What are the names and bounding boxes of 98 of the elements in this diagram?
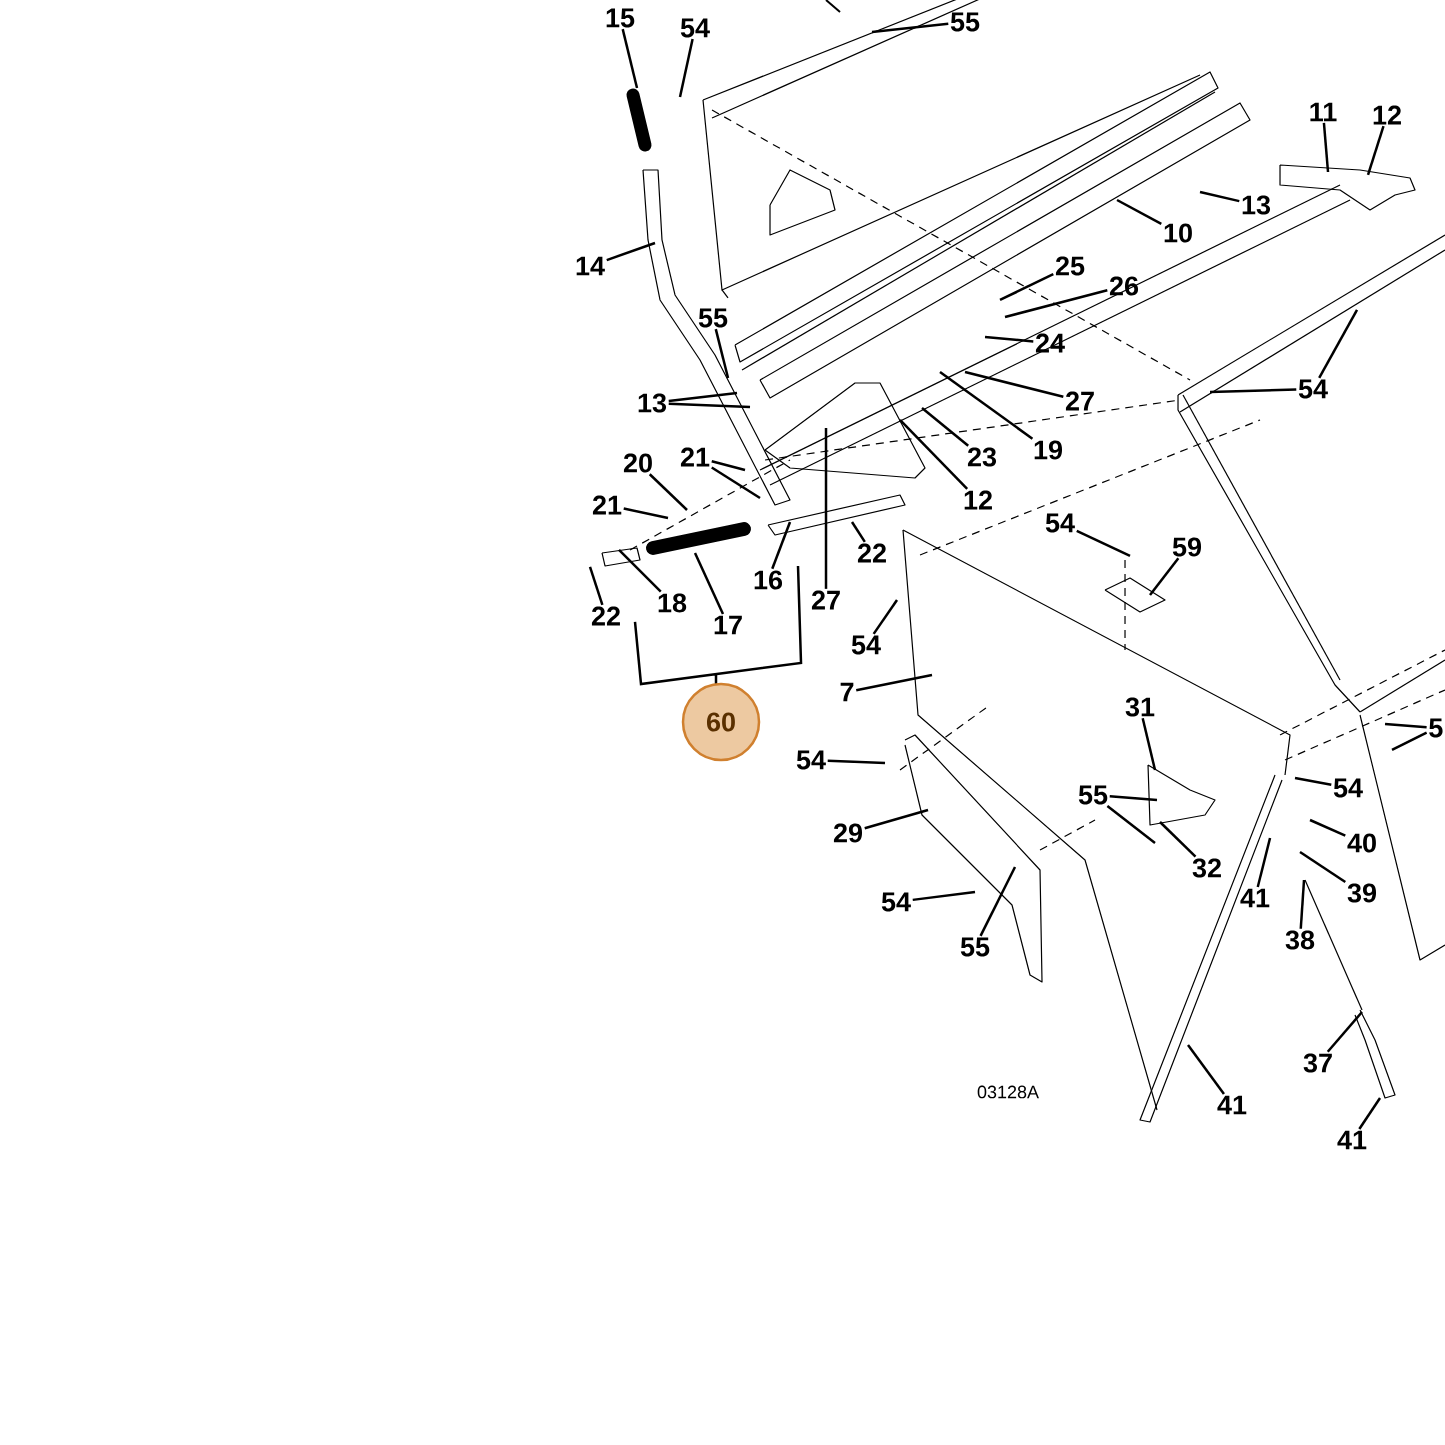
callout-number: 55 [950, 12, 980, 32]
callout-number: 55 [960, 937, 990, 957]
leader-line [621, 28, 639, 89]
callout-number: 54 [1333, 778, 1363, 798]
callout-number: 59 [1172, 537, 1202, 557]
leader-line [964, 370, 1064, 398]
callout-number: 55 [698, 308, 728, 328]
leader-line [984, 335, 1034, 343]
callout-number: 11 [1310, 102, 1337, 122]
leader-line [648, 473, 688, 511]
leader-line [899, 419, 969, 490]
leader-line [824, 428, 828, 589]
leader-line [921, 407, 969, 447]
callout-number: 41 [1337, 1130, 1367, 1150]
callout-number: 14 [576, 256, 605, 276]
callout-number: 41 [1217, 1095, 1247, 1115]
leader-line [1391, 731, 1428, 752]
callout-number: 13 [1242, 195, 1271, 215]
leader-line [850, 521, 866, 543]
callout-number: 18 [658, 593, 687, 613]
leader-line [1326, 1011, 1363, 1053]
callout-number: 26 [1109, 276, 1139, 296]
callout-number: 17 [714, 615, 742, 635]
leader-line [1210, 388, 1297, 394]
leader-line [678, 38, 694, 98]
callout-number: 25 [1055, 256, 1085, 276]
leader-line [827, 759, 886, 765]
callout-number: 55 [1078, 785, 1108, 805]
callout-number: 29 [833, 823, 863, 843]
leader-line [711, 466, 761, 500]
callout-number: 39 [1347, 883, 1377, 903]
leader-line [1149, 557, 1180, 596]
leader-line [1256, 837, 1272, 888]
leader-line [693, 552, 725, 615]
leader-line [939, 370, 1034, 440]
leader-line [864, 808, 929, 830]
leader-line [1299, 879, 1306, 929]
leader-line [588, 566, 604, 606]
callout-number: 27 [1065, 391, 1094, 411]
callout-number: 54 [1298, 379, 1328, 399]
callout-number: 54 [851, 635, 881, 655]
leader-line [1109, 795, 1158, 802]
leader-line [1294, 776, 1332, 787]
leader-line [1322, 122, 1330, 173]
leader-line [618, 549, 662, 593]
leader-line [668, 391, 738, 403]
leader-line [668, 402, 751, 409]
leader-line [872, 599, 899, 635]
callout-number: 13 [638, 393, 667, 413]
callout-number: 37 [1303, 1053, 1332, 1073]
leader-line [1384, 722, 1427, 729]
callout-number: 5 [1429, 718, 1443, 738]
leader-line [606, 241, 656, 262]
callout-number: 31 [1125, 697, 1155, 717]
leader-line [1358, 1097, 1382, 1130]
leader-line [855, 673, 933, 692]
leader-line [979, 866, 1017, 937]
leader-line [1318, 309, 1359, 379]
callout-number: 54 [1045, 513, 1075, 533]
callout-number: 21 [680, 447, 710, 467]
leader-line [999, 272, 1054, 302]
callout-number: 21 [592, 495, 622, 515]
leader-line [1299, 850, 1346, 883]
leader-line [1004, 289, 1108, 319]
leader-line [1141, 718, 1157, 771]
leader-line [1366, 125, 1385, 176]
callout-number: 12 [964, 490, 992, 510]
leader-line [912, 890, 976, 902]
leader-line [1159, 821, 1197, 858]
callout-number: 12 [1373, 105, 1401, 125]
callout-number: 15 [606, 8, 635, 28]
leader-line [711, 460, 746, 472]
callout-number: 22 [591, 606, 620, 626]
callout-number: 19 [1034, 440, 1063, 460]
callout-number: 40 [1347, 833, 1376, 853]
leader-line [771, 521, 792, 570]
callout-number: 16 [754, 570, 783, 590]
leader-line [871, 22, 949, 34]
leader-line [1187, 1044, 1225, 1095]
leader-line [1309, 818, 1346, 837]
leader-line [1106, 805, 1156, 844]
callout-number: 54 [796, 750, 826, 770]
leader-line [1076, 529, 1131, 558]
leader-line [1199, 190, 1240, 203]
callout-number: 10 [1164, 223, 1192, 243]
callout-number: 32 [1192, 858, 1221, 878]
callout-number: 20 [623, 453, 652, 473]
callout-number: 27 [811, 590, 840, 610]
drawing-number: 03128A [977, 1085, 1039, 1099]
callout-number: 38 [1285, 930, 1315, 950]
callout-number: 41 [1240, 888, 1270, 908]
leader-line [1116, 198, 1162, 226]
callout-number: 23 [967, 447, 997, 467]
callout-number: 22 [857, 543, 886, 563]
leader-line [623, 507, 669, 520]
callout-number: 7 [840, 682, 854, 702]
callout-number: 54 [680, 18, 710, 38]
callout-number: 54 [881, 892, 911, 912]
